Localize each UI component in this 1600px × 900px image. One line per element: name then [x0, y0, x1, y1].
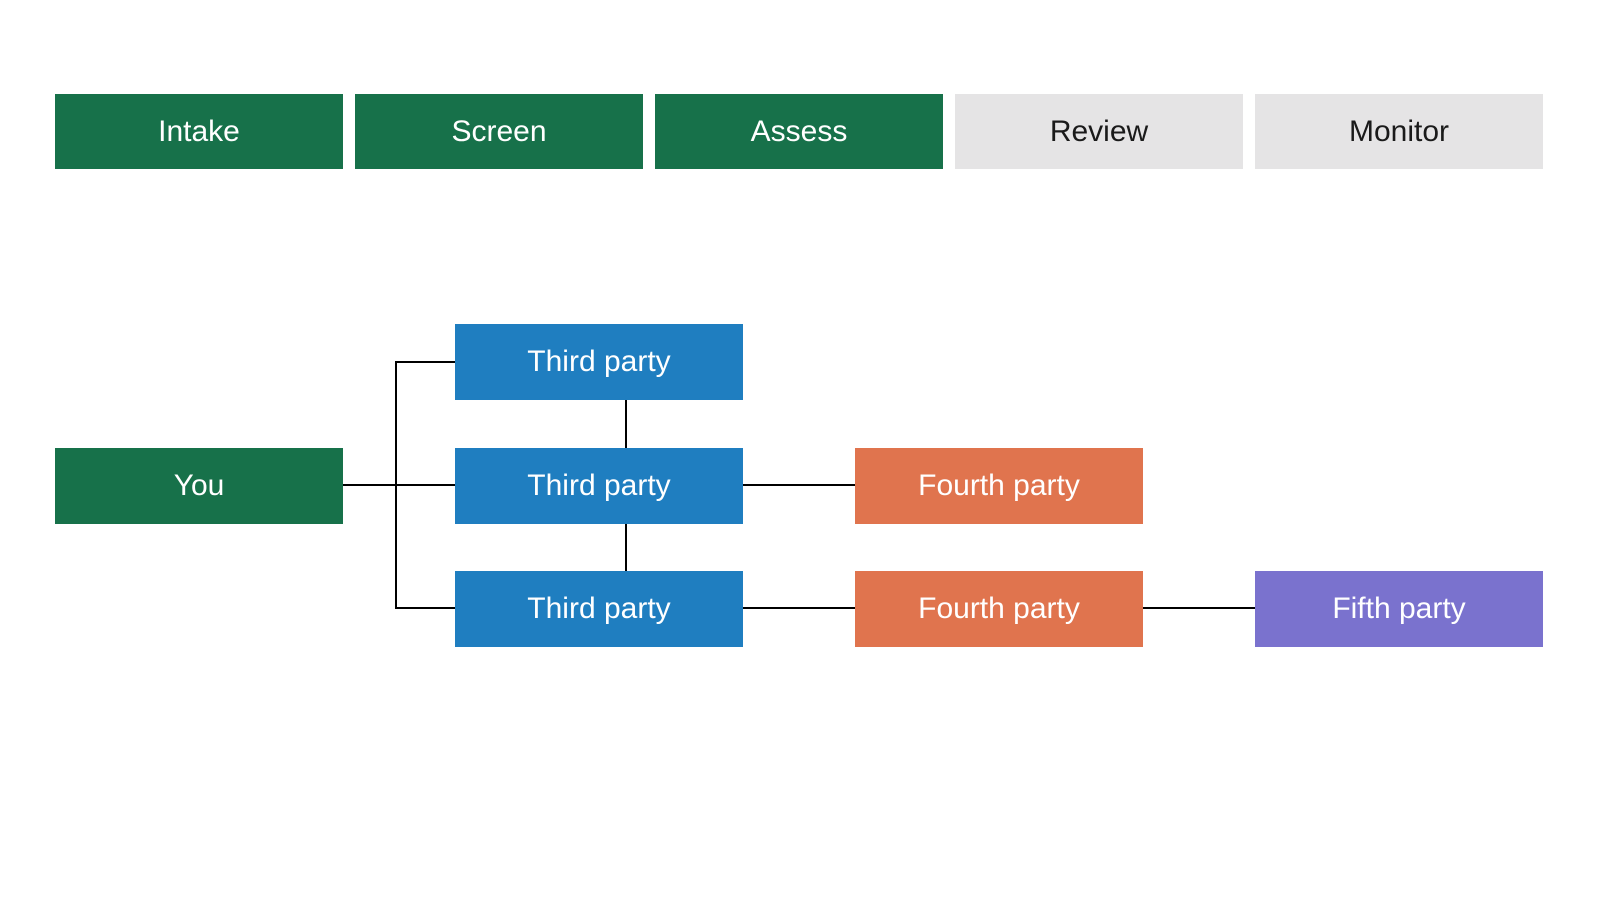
stage-monitor-label: Monitor [1348, 114, 1450, 148]
stage-assess-label: Assess [750, 114, 848, 148]
edge-third-3-to-fourth-2 [743, 607, 855, 609]
stage-assess: Assess [655, 94, 943, 169]
node-third-party-3-label: Third party [527, 592, 671, 625]
node-fifth-party-1-label: Fifth party [1332, 592, 1466, 625]
stage-review: Review [955, 94, 1243, 169]
stage-monitor: Monitor [1255, 94, 1543, 169]
node-third-party-3: Third party [455, 571, 743, 647]
node-you: You [55, 448, 343, 524]
node-fourth-party-1-label: Fourth party [918, 469, 1080, 502]
stage-review-label: Review [1049, 114, 1149, 148]
edge-spine-vertical [395, 361, 397, 609]
edge-third-2-to-fourth-1 [743, 484, 855, 486]
node-third-party-1-label: Third party [527, 345, 671, 378]
edge-spine-to-third-party-1 [396, 361, 455, 363]
edge-third-2-to-third-3 [625, 524, 627, 571]
node-fifth-party-1: Fifth party [1255, 571, 1543, 647]
edge-you-to-spine [343, 484, 455, 486]
stage-intake: Intake [55, 94, 343, 169]
edge-third-1-to-third-2 [625, 400, 627, 448]
node-third-party-2-label: Third party [527, 469, 671, 502]
edge-fourth-2-to-fifth-1 [1143, 607, 1255, 609]
node-third-party-2: Third party [455, 448, 743, 524]
node-fourth-party-1: Fourth party [855, 448, 1143, 524]
node-fourth-party-2: Fourth party [855, 571, 1143, 647]
node-you-label: You [173, 469, 225, 502]
node-fourth-party-2-label: Fourth party [918, 592, 1080, 625]
edge-spine-to-third-party-3 [396, 607, 455, 609]
stage-intake-label: Intake [158, 114, 240, 148]
stage-screen-label: Screen [451, 114, 547, 148]
node-third-party-1: Third party [455, 324, 743, 400]
stage-screen: Screen [355, 94, 643, 169]
